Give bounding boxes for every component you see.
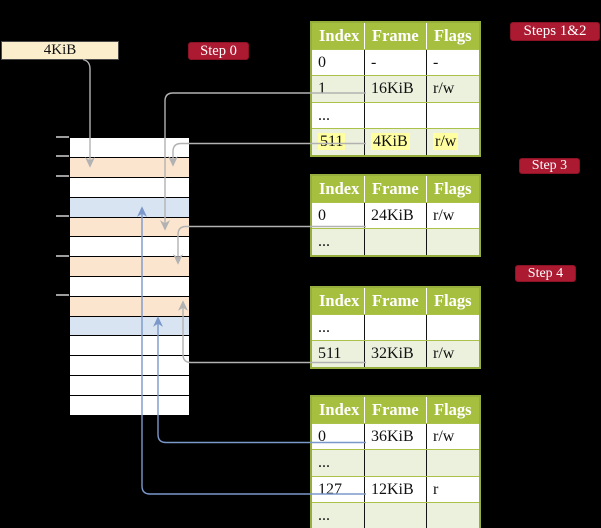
badge-step-3: Step 3 [519, 158, 580, 174]
header-cell-index: Index [319, 400, 360, 419]
memory-row-52kib-free [70, 394, 189, 415]
page-table-step-3-row-dotsdotsdots: ... [312, 228, 479, 255]
index-cell: 511 [312, 129, 364, 155]
index-cell: 1 [318, 80, 326, 97]
header-cell-frame: Frame [364, 176, 426, 202]
memory-row-24kib-table [70, 256, 189, 277]
frame-cell [364, 314, 426, 340]
index-cell: ... [318, 233, 330, 250]
index-cell: 0 [318, 206, 326, 224]
index-cell: ... [318, 106, 330, 124]
frame-4kib-label: 4KiB [43, 42, 77, 58]
header-cell-frame: Frame [364, 288, 426, 314]
frame-cell: 16KiB [364, 76, 426, 102]
memory-tick [56, 135, 69, 138]
page-table-leaf-row-dotsdotsdots: ... [312, 449, 479, 476]
flags-cell [426, 102, 479, 128]
frame-cell [364, 102, 426, 128]
header-cell-index: Index [319, 26, 360, 45]
flags-cell: r [426, 476, 479, 502]
flags-cell: r/w [426, 423, 479, 449]
memory-row-44kib-free [70, 355, 189, 376]
memory-row-32kib-table [70, 295, 189, 316]
header-cell-frame: Frame [364, 397, 426, 423]
physical-memory-stack [69, 136, 190, 416]
header-cell-index: Index [319, 291, 360, 310]
frame-cell [364, 450, 426, 476]
highlighted-value: 4KiB [371, 133, 410, 150]
flags-cell [426, 314, 479, 340]
frame-cell: 36KiB [364, 423, 426, 449]
page-table-steps-1-2-row-0: 0 -- [312, 48, 479, 75]
highlighted-value: r/w [433, 133, 459, 150]
header-cell-flags: Flags [426, 288, 479, 314]
flags-cell: r/w [426, 202, 479, 228]
flags-cell [426, 503, 479, 528]
index-cell: 511 [318, 345, 342, 362]
header-cell-flags: Flags [426, 397, 479, 423]
highlighted-value: 511 [318, 133, 346, 150]
index-cell: ... [318, 507, 330, 524]
memory-row-8kib-free [70, 177, 189, 197]
badge-step-0: Step 0 [188, 42, 249, 60]
page-table-steps-1-2-row-511: 511 4KiB r/w [312, 128, 479, 155]
frame-4kib-box: 4KiB [1, 41, 119, 60]
flags-cell: r/w [426, 341, 479, 367]
memory-tick [56, 214, 69, 217]
badge-step-4: Step 4 [515, 265, 576, 282]
header-cell-flags: Flags [426, 23, 479, 49]
memory-row-36kib-data [70, 315, 189, 336]
index-cell: ... [318, 318, 330, 336]
frame-cell [364, 229, 426, 255]
badge-steps-1-2: Steps 1&2 [510, 22, 600, 41]
header-cell-flags: Flags [426, 176, 479, 202]
page-table-step-4-row-dotsdotsdots: ... [312, 313, 479, 340]
memory-tick [56, 155, 69, 158]
memory-row-16kib-table [70, 216, 189, 237]
memory-row-12kib-data [70, 196, 189, 217]
memory-row-48kib-free [70, 375, 189, 395]
frame-cell: 24KiB [364, 202, 426, 228]
page-table-leaf-row-dotsdotsdots: ... [312, 502, 479, 528]
header-cell-index: Index [319, 179, 360, 198]
frame-cell: 32KiB [364, 341, 426, 367]
header-cell-frame: Frame [364, 23, 426, 49]
frame-cell: 12KiB [364, 476, 426, 502]
index-cell: ... [318, 454, 330, 471]
flags-cell [426, 229, 479, 255]
memory-row-40kib-free [70, 335, 189, 356]
index-cell: 0 [318, 53, 326, 71]
flags-cell: r/w [426, 76, 479, 102]
index-cell: 127 [318, 480, 342, 498]
page-table-steps-1-2-row-dotsdotsdots: ... [312, 101, 479, 128]
index-cell: 0 [318, 427, 326, 445]
flags-cell: r/w [426, 129, 479, 155]
memory-row-28kib-free [70, 276, 189, 296]
memory-row-20kib-free [70, 236, 189, 257]
frame-cell [364, 503, 426, 528]
memory-tick [56, 294, 69, 297]
frame-cell: 4KiB [364, 129, 426, 155]
memory-tick [56, 175, 69, 178]
memory-row-4kib-table [70, 157, 189, 178]
flags-cell [426, 450, 479, 476]
memory-row-0kib-free [70, 137, 189, 158]
frame-cell: - [364, 49, 426, 75]
flags-cell: - [426, 49, 479, 75]
memory-tick [56, 254, 69, 257]
